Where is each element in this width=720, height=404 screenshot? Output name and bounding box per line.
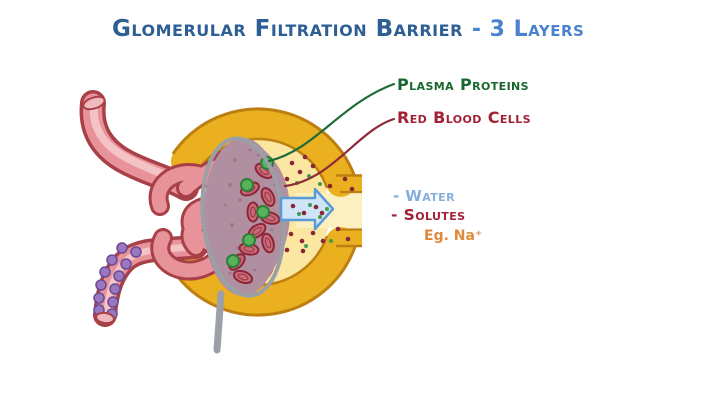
page-title: Glomerular Filtration Barrier - 3 Layers xyxy=(112,16,584,42)
tubule-wall-top xyxy=(334,174,362,194)
leader-lines xyxy=(267,82,396,188)
filtration-sieve xyxy=(200,136,291,354)
label-red-blood-cells: Red Blood Cells xyxy=(397,108,531,127)
label-plasma-proteins: Plasma Proteins xyxy=(397,75,529,94)
capsule-outer-edge-bottom xyxy=(172,245,357,317)
vessel-cut-end xyxy=(82,95,106,111)
capsule-wall-top xyxy=(171,109,356,197)
smooth-muscle-cells xyxy=(93,242,142,320)
label-water: - Water xyxy=(393,187,455,205)
title-suffix-text: - 3 Layers xyxy=(471,17,585,42)
leader-line-plasma-proteins xyxy=(267,82,396,163)
plasma-protein xyxy=(226,254,240,268)
red-blood-cell xyxy=(232,269,254,285)
leader-line-red-blood-cells xyxy=(283,117,396,188)
red-blood-cell xyxy=(246,201,260,223)
plasma-protein xyxy=(256,205,270,219)
vessel-cut-end xyxy=(95,311,115,325)
label-example-sodium: Eg. Na⁺ xyxy=(424,228,483,244)
capsule-wall-bottom xyxy=(171,227,356,315)
plasma-protein xyxy=(240,178,254,192)
title-main-text: Glomerular Filtration Barrier xyxy=(112,16,463,42)
red-blood-cell xyxy=(261,232,275,254)
label-solutes: - Solutes xyxy=(391,206,466,224)
plasma-protein xyxy=(242,233,256,247)
red-blood-cell xyxy=(260,187,276,207)
capsule-outer-edge-top xyxy=(172,107,357,179)
sieve-handle xyxy=(213,290,225,354)
